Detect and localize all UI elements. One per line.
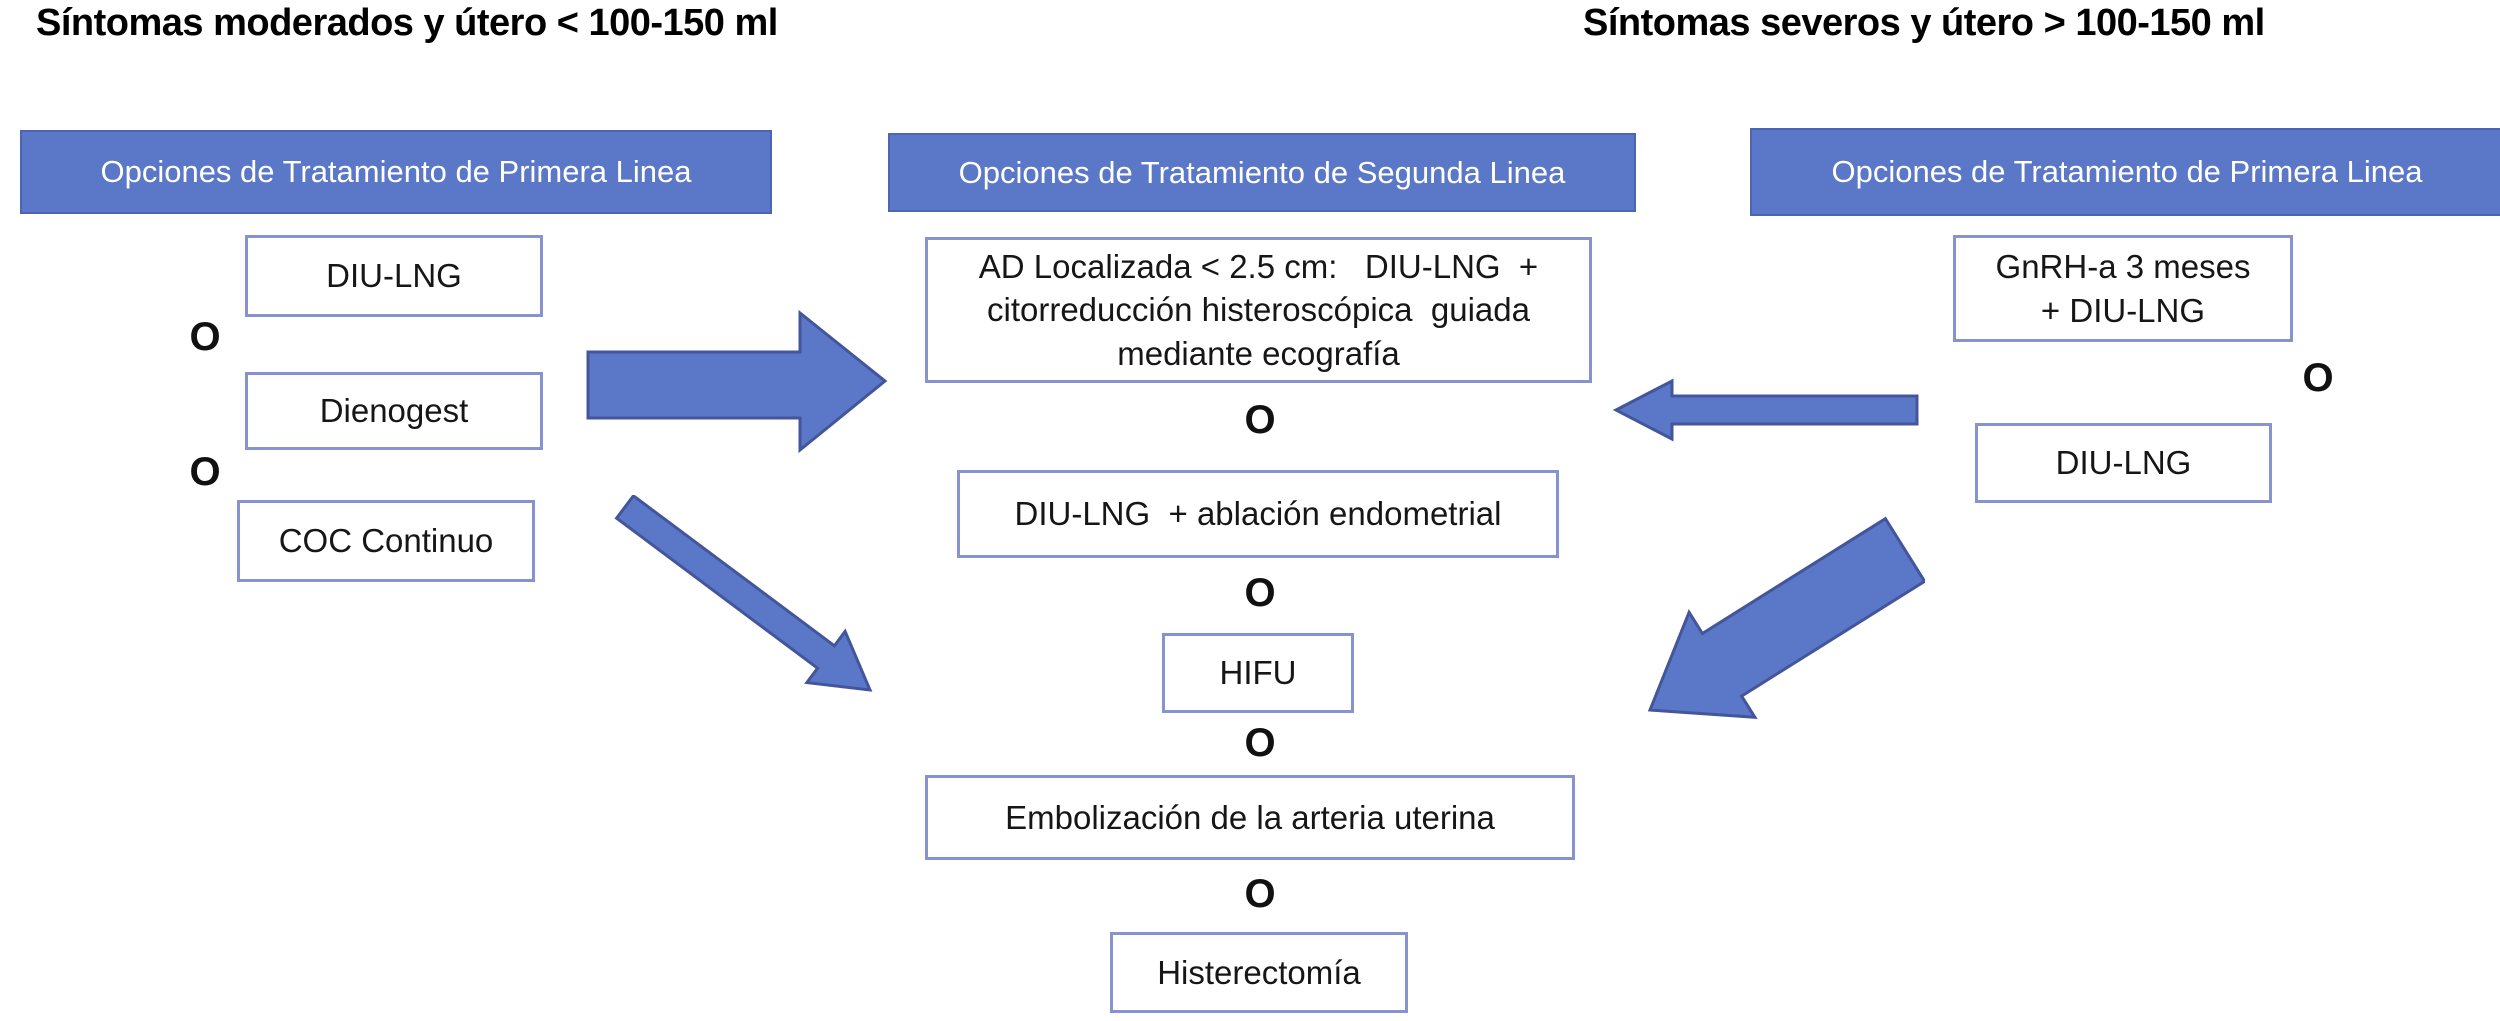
arrow-down-left-icon bbox=[1647, 516, 1925, 720]
option-box-dienogest: Dienogest bbox=[245, 372, 543, 450]
or-separator: O bbox=[1244, 721, 1276, 765]
heading-severe-symptoms: Síntomas severos y útero > 100-150 ml bbox=[1583, 2, 2265, 44]
or-separator: O bbox=[1244, 872, 1276, 916]
arrow-left-icon bbox=[1612, 378, 1919, 442]
arrow-down-right-icon bbox=[614, 495, 873, 692]
option-box-gnrh-diu-lng: GnRH-a 3 meses + DIU-LNG bbox=[1953, 235, 2293, 342]
option-box-embolizacion-arteria-uterina: Embolización de la arteria uterina bbox=[925, 775, 1575, 860]
or-separator: O bbox=[1244, 571, 1276, 615]
option-box-hifu: HIFU bbox=[1162, 633, 1354, 713]
header-bar-second-line-center: Opciones de Tratamiento de Segunda Linea bbox=[888, 133, 1636, 212]
or-separator: O bbox=[189, 315, 221, 359]
option-box-coc-continuo: COC Continuo bbox=[237, 500, 535, 582]
arrow-right-icon bbox=[586, 310, 888, 454]
option-box-histerectomia: Histerectomía bbox=[1110, 932, 1408, 1013]
header-bar-first-line-right: Opciones de Tratamiento de Primera Linea bbox=[1750, 128, 2500, 216]
or-separator: O bbox=[189, 450, 221, 494]
option-box-ad-localizada-citorreduccion: AD Localizada < 2.5 cm: DIU-LNG + citorr… bbox=[925, 237, 1592, 383]
or-separator: O bbox=[2302, 356, 2334, 400]
option-box-diu-lng-ablacion: DIU-LNG + ablación endometrial bbox=[957, 470, 1559, 558]
option-box-diu-lng: DIU-LNG bbox=[245, 235, 543, 317]
or-separator: O bbox=[1244, 398, 1276, 442]
option-box-diu-lng-right: DIU-LNG bbox=[1975, 423, 2272, 503]
header-bar-first-line-left: Opciones de Tratamiento de Primera Linea bbox=[20, 130, 772, 214]
heading-moderate-symptoms: Síntomas moderados y útero < 100-150 ml bbox=[36, 2, 778, 44]
